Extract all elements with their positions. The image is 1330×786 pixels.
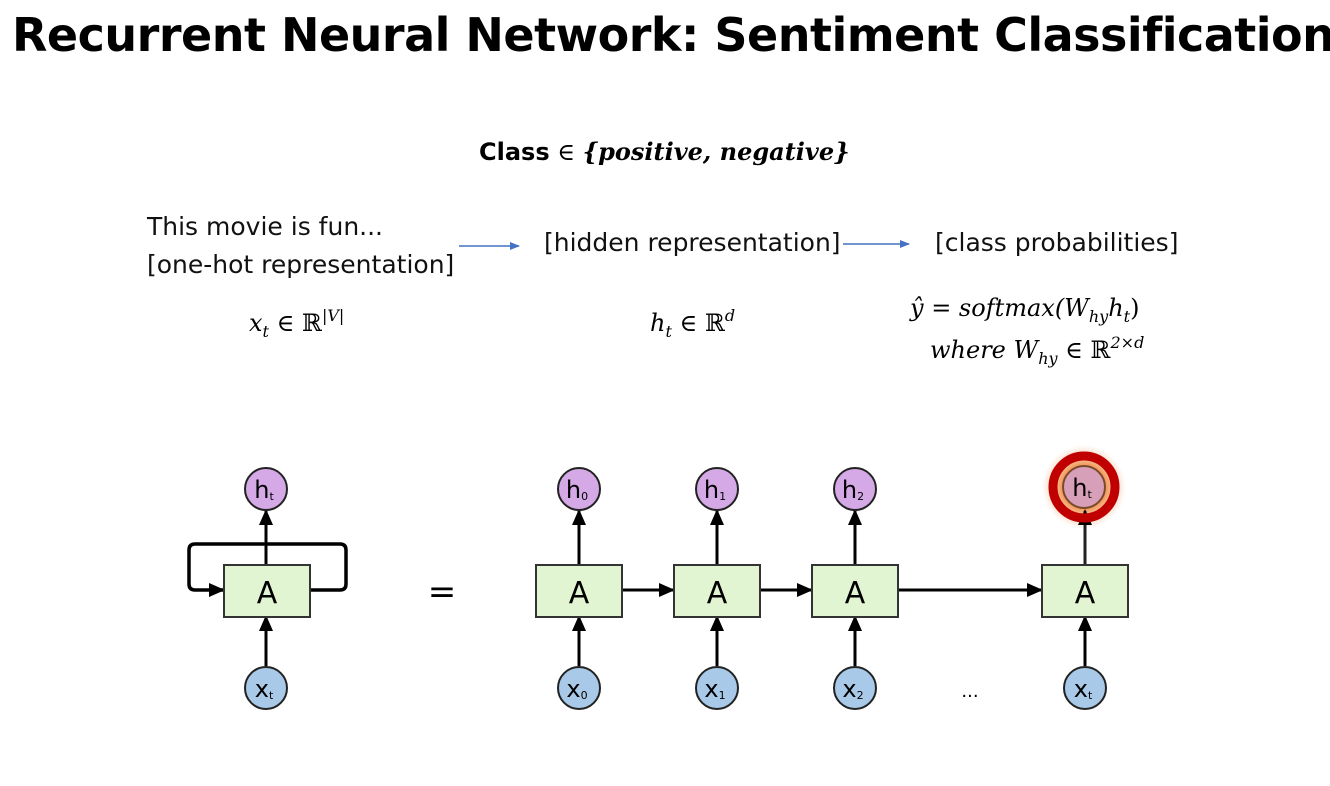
cell-box bbox=[1041, 564, 1129, 618]
unrolled-rnn: A h0 x0 A h1 x1 A h2 x2 .. bbox=[535, 445, 1129, 710]
rnn-step-final: A ht xt bbox=[1041, 445, 1129, 710]
folded-input-label: xt bbox=[255, 675, 274, 703]
hidden-label: h2 bbox=[842, 476, 864, 504]
cell-box bbox=[811, 564, 899, 618]
cell-label: A bbox=[569, 576, 590, 611]
input-math: xt ∈ ℝ|V| bbox=[249, 306, 345, 341]
cell-box bbox=[673, 564, 761, 618]
softmax-equation: ŷ = softmax(Whyht) bbox=[910, 294, 1140, 326]
hidden-label: ht bbox=[1072, 474, 1092, 502]
cell-label: A bbox=[707, 576, 728, 611]
class-probabilities-label: [class probabilities] bbox=[935, 228, 1179, 257]
input-sentence: This movie is fun... bbox=[147, 212, 383, 241]
input-node bbox=[557, 666, 601, 710]
highlight-ring bbox=[1048, 451, 1120, 523]
folded-cell-box bbox=[223, 564, 311, 618]
cell-label: A bbox=[845, 576, 866, 611]
rnn-step: A h2 x2 bbox=[811, 467, 899, 710]
class-label: Class bbox=[479, 138, 550, 166]
hidden-node-final bbox=[1062, 465, 1106, 509]
hidden-math: ht ∈ ℝd bbox=[650, 306, 736, 341]
weight-dimension-equation: where Why ∈ ℝ2×d bbox=[930, 333, 1145, 368]
input-label: x0 bbox=[566, 675, 587, 703]
hidden-representation-label: [hidden representation] bbox=[544, 228, 841, 257]
slide-title: Recurrent Neural Network: Sentiment Clas… bbox=[12, 8, 1330, 62]
folded-rnn: A ht xt bbox=[187, 467, 348, 710]
rnn-step: A h0 x0 bbox=[535, 467, 623, 710]
ellipsis: ... bbox=[961, 681, 978, 702]
folded-hidden-label: ht bbox=[254, 476, 274, 504]
class-set: {positive, negative} bbox=[582, 137, 850, 166]
input-label: x2 bbox=[842, 675, 863, 703]
input-label: x1 bbox=[704, 675, 725, 703]
equals-sign: = bbox=[428, 572, 457, 612]
hidden-label: h0 bbox=[566, 476, 588, 504]
cell-box bbox=[535, 564, 623, 618]
class-definition: Class ∈ {positive, negative} bbox=[479, 137, 850, 166]
input-node bbox=[695, 666, 739, 710]
folded-cell-label: A bbox=[257, 576, 278, 611]
hidden-node bbox=[557, 467, 601, 511]
hidden-node bbox=[695, 467, 739, 511]
cell-label: A bbox=[1075, 576, 1096, 611]
input-node bbox=[833, 666, 877, 710]
rnn-step: A h1 x1 bbox=[673, 467, 761, 710]
folded-hidden-node bbox=[244, 467, 288, 511]
hidden-label: h1 bbox=[704, 476, 726, 504]
input-representation-label: [one-hot representation] bbox=[147, 250, 455, 279]
folded-input-node bbox=[244, 666, 288, 710]
input-label: xt bbox=[1074, 675, 1093, 703]
element-of-symbol: ∈ bbox=[557, 138, 576, 166]
hidden-node bbox=[833, 467, 877, 511]
input-node bbox=[1063, 666, 1107, 710]
